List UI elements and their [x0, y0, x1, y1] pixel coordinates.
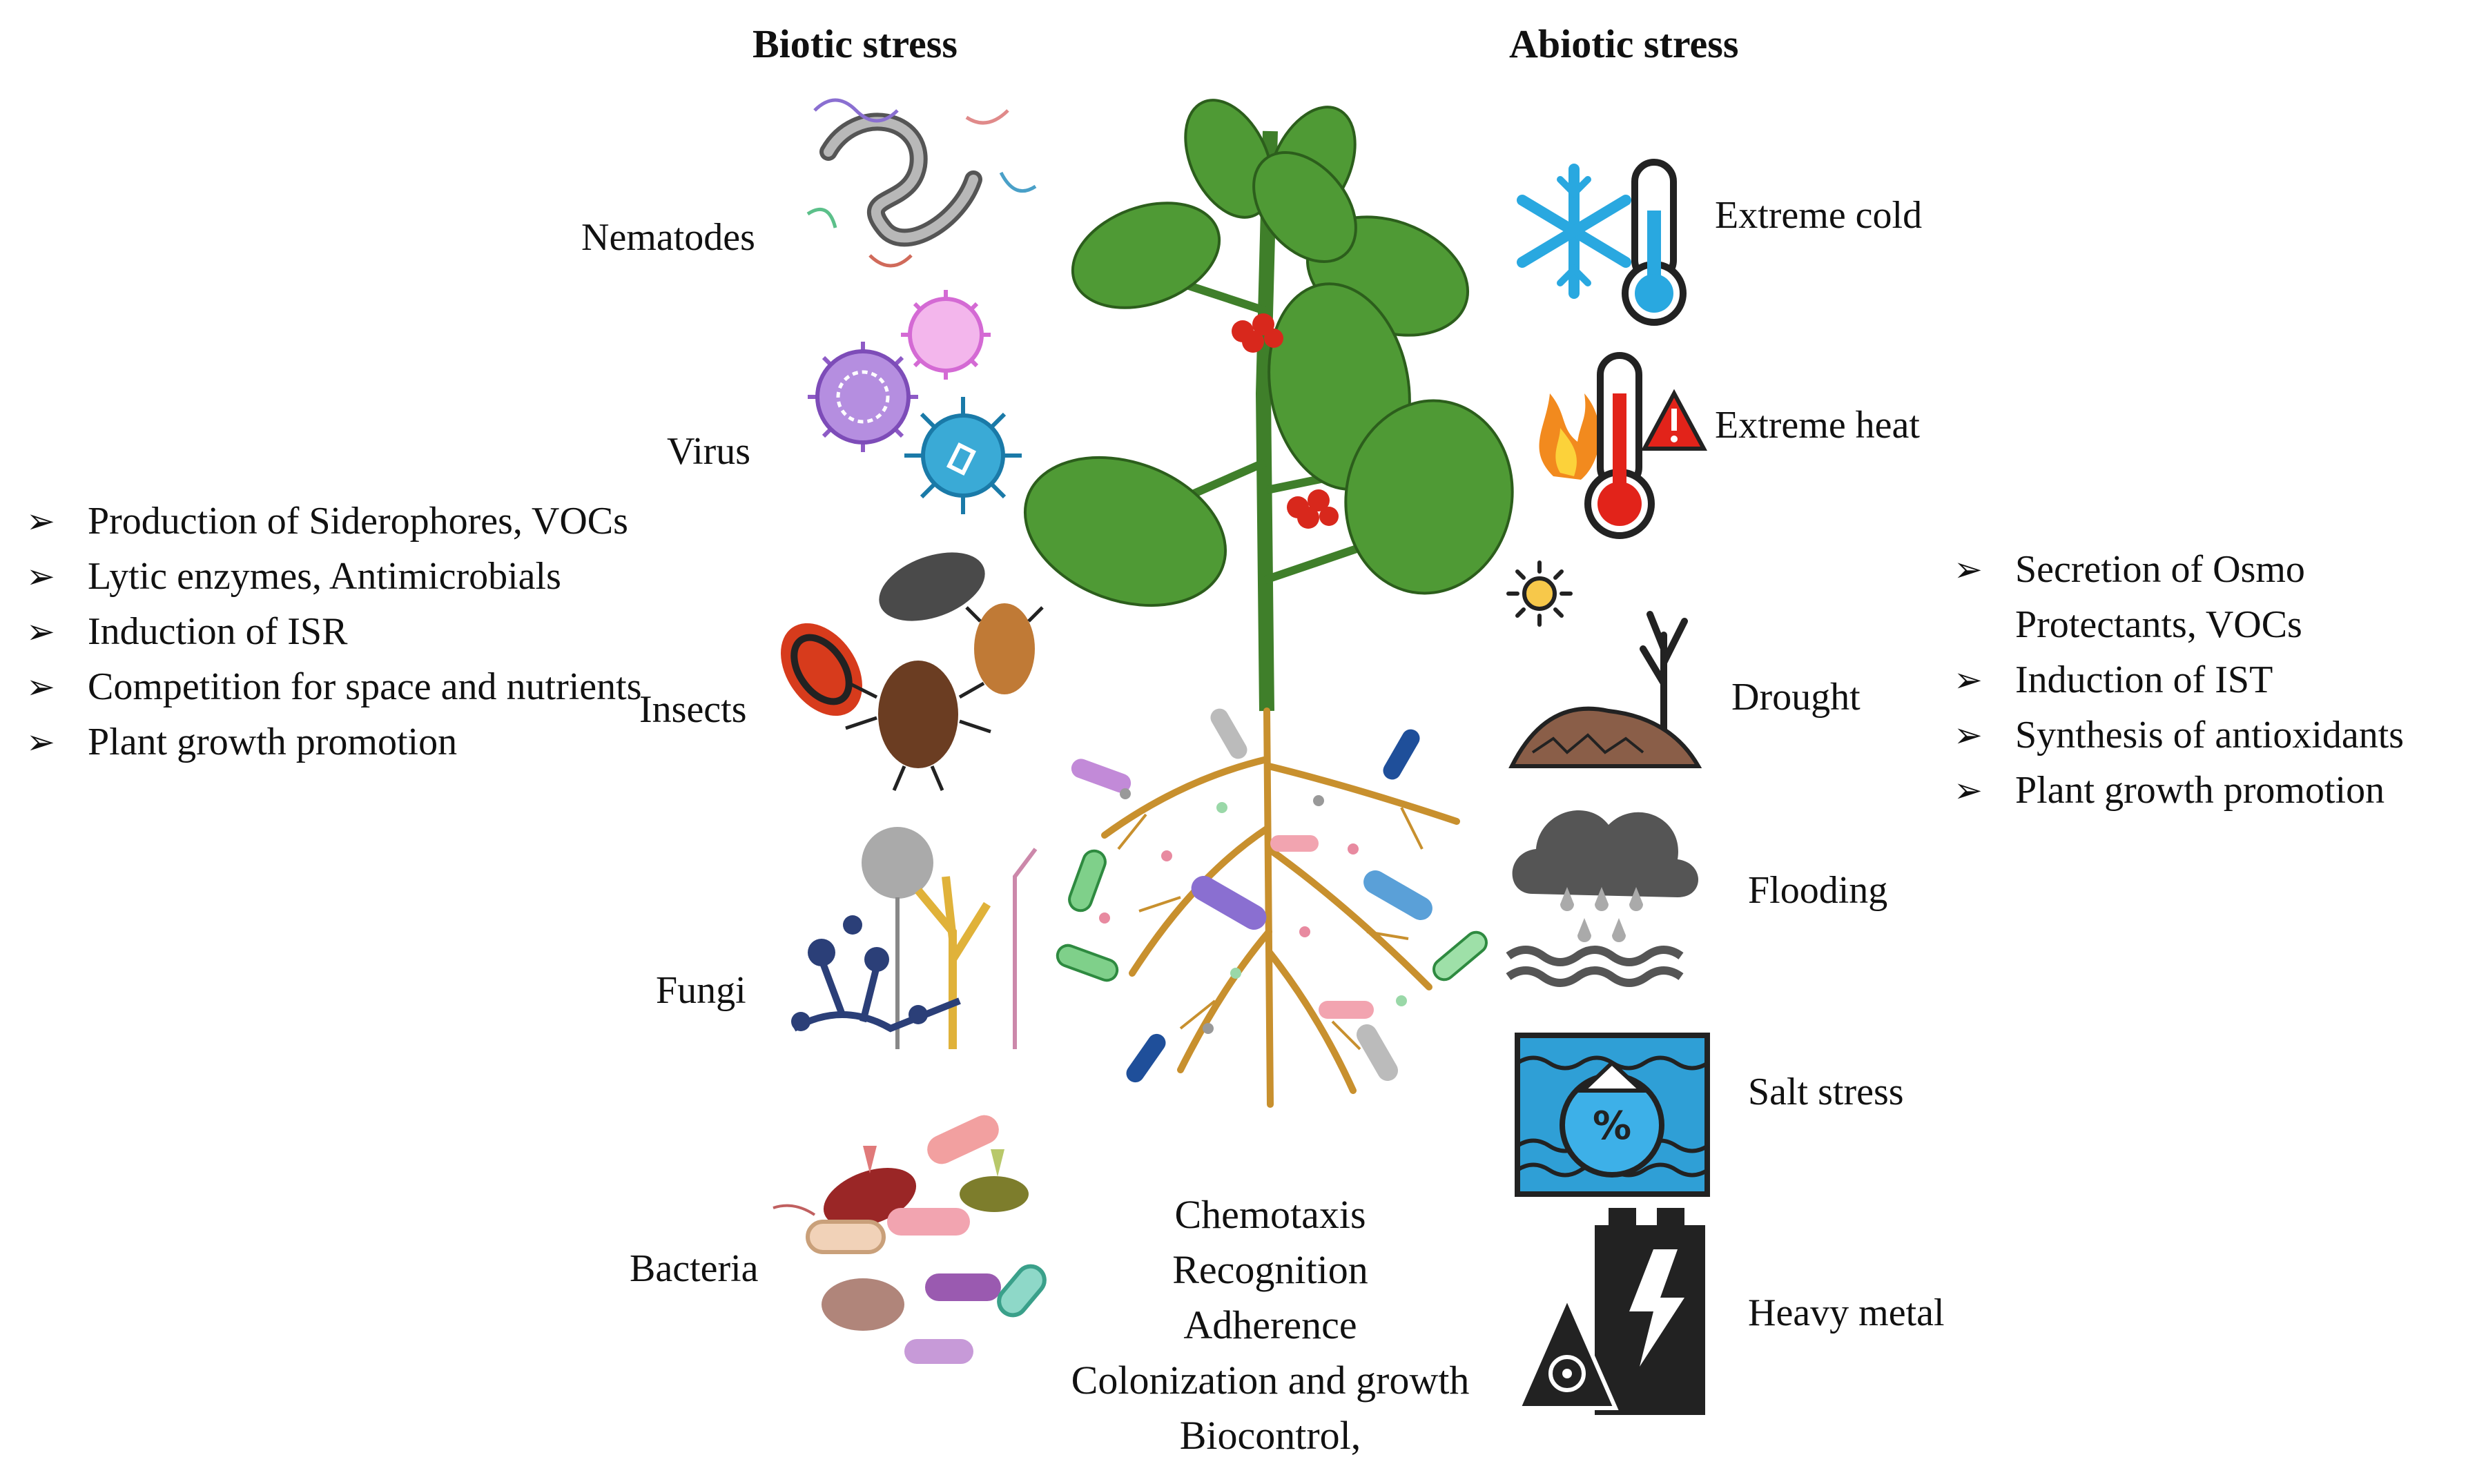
abiotic-label-heavy-metal: Heavy metal: [1748, 1291, 1945, 1334]
list-item: Lytic enzymes, Antimicrobials: [26, 549, 661, 604]
biotic-label-nematodes: Nematodes: [581, 216, 755, 259]
biotic-label-bacteria: Bacteria: [630, 1247, 759, 1290]
insect-icon: [781, 552, 1044, 791]
snowflake-thermometer-icon: [1517, 159, 1687, 326]
nematode-icon: [806, 98, 1037, 268]
abiotic-label-salt-stress: Salt stress: [1748, 1071, 1904, 1113]
abiotic-stress-heading: Abiotic stress: [1509, 21, 1739, 66]
fungi-icon: [791, 827, 1038, 1049]
rain-cloud-icon: [1506, 810, 1698, 987]
abiotic-mechanisms-list: Secretion of Osmo Protectants, VOCs Indu…: [1954, 542, 2471, 818]
abiotic-label-flooding: Flooding: [1748, 869, 1888, 912]
salt-water-icon: %: [1515, 1033, 1710, 1197]
virus-icon: [808, 290, 1022, 514]
process-biocontrol: Biocontrol,: [1179, 1413, 1361, 1458]
abiotic-label-extreme-cold: Extreme cold: [1715, 194, 1923, 237]
list-item: Production of Siderophores, VOCs: [26, 494, 661, 549]
process-adherence: Adherence: [1183, 1302, 1357, 1347]
battery-biohazard-icon: [1515, 1208, 1705, 1415]
list-item: Secretion of Osmo Protectants, VOCs: [1954, 542, 2471, 652]
root-processes: Chemotaxis Recognition Adherence Coloniz…: [1036, 1187, 1505, 1463]
biotic-label-virus: Virus: [667, 430, 751, 473]
salt-percent-symbol: %: [1593, 1104, 1631, 1149]
biotic-stress-heading: Biotic stress: [752, 21, 958, 66]
bacteria-icon: [773, 1115, 1047, 1364]
list-item: Synthesis of antioxidants: [1954, 707, 2471, 763]
sun-dry-tree-icon: [1506, 560, 1702, 768]
biotic-mechanisms-list: Production of Siderophores, VOCs Lytic e…: [26, 494, 661, 770]
list-item: Induction of IST: [1954, 652, 2471, 707]
biotic-label-fungi: Fungi: [656, 969, 746, 1012]
process-chemotaxis: Chemotaxis: [1174, 1192, 1366, 1237]
process-recognition: Recognition: [1172, 1247, 1368, 1292]
list-item: Competition for space and nutrients: [26, 659, 661, 714]
list-item: Plant growth promotion: [1954, 763, 2471, 818]
fire-thermometer-icon: [1539, 352, 1708, 539]
abiotic-label-extreme-heat: Extreme heat: [1715, 404, 1920, 447]
list-item: Plant growth promotion: [26, 714, 661, 770]
list-item: Induction of ISR: [26, 604, 661, 659]
plant-icon: [1023, 99, 1514, 1108]
abiotic-label-drought: Drought: [1731, 676, 1861, 719]
process-colonization: Colonization and growth: [1071, 1358, 1470, 1403]
